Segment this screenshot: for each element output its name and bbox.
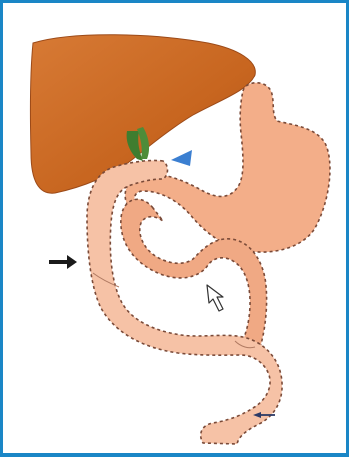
arrowhead-marker xyxy=(171,150,192,166)
open-arrow-marker xyxy=(207,285,223,311)
black-arrow-marker xyxy=(49,255,77,269)
anatomy-diagram xyxy=(3,3,349,460)
